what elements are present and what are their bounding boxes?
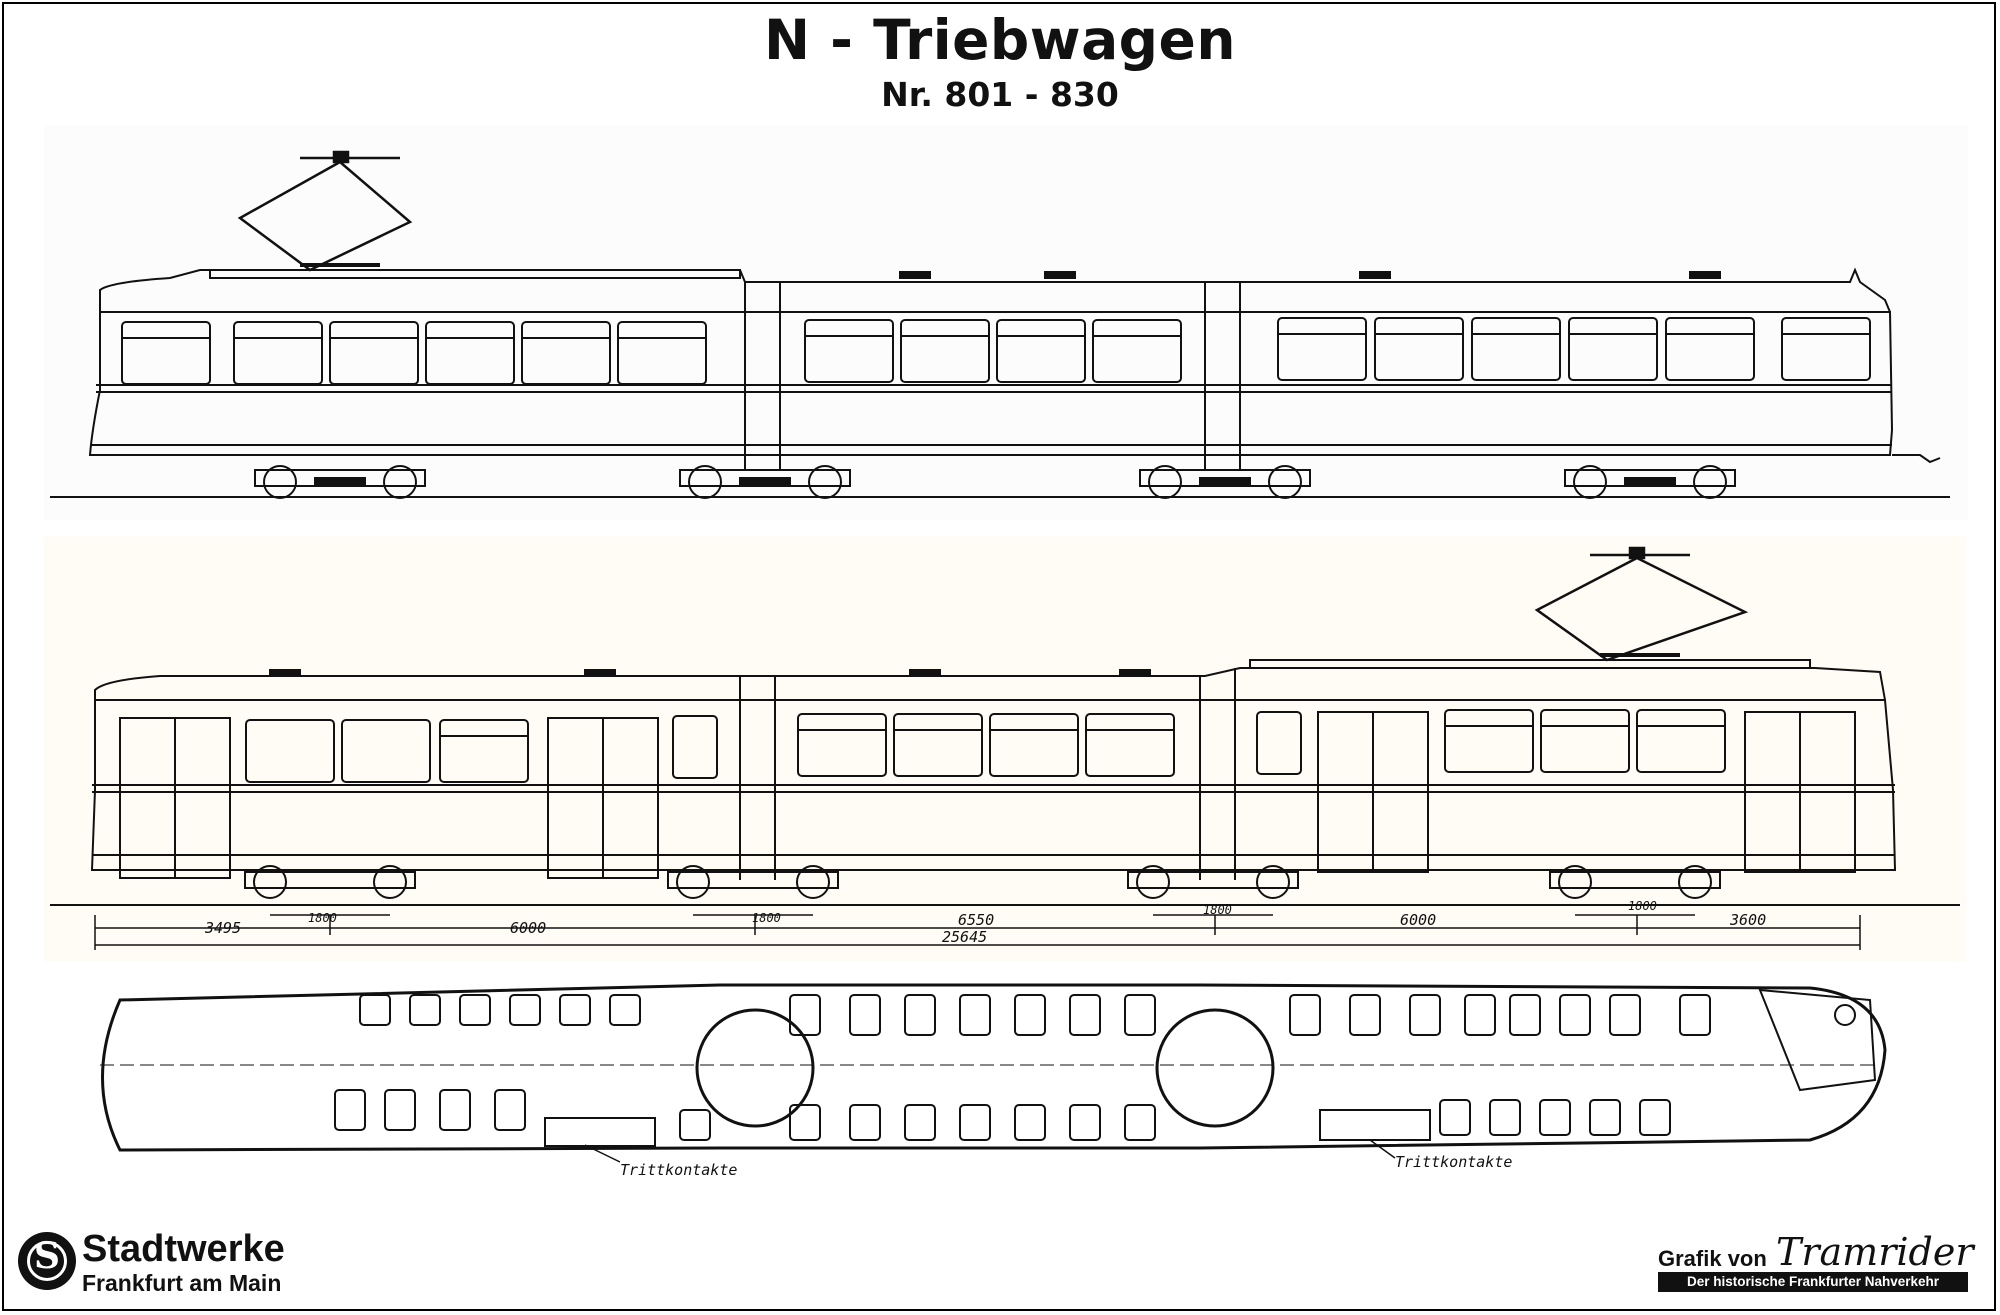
dim-end-overhang-left: 3495 [204, 919, 241, 937]
bogies-middle [244, 865, 1721, 899]
dim-wheelbase-2: 1800 [752, 911, 781, 925]
stadtwerke-s-logo-icon: S [18, 1232, 76, 1290]
dim-overall-length: 25645 [942, 928, 987, 946]
stadtwerke-logo-block: S Stadtwerke Frankfurt am Main [18, 1228, 378, 1308]
label-trittkontakte-left: Trittkontakte [620, 1161, 737, 1179]
seats-bottom-row [334, 1089, 1671, 1141]
dim-bogie-spacing-1: 6000 [510, 919, 546, 937]
floor-plan [100, 983, 1887, 1163]
dim-bogie-spacing-2: 6000 [1400, 911, 1436, 929]
credit-prefix: Grafik von [1658, 1246, 1767, 1271]
bogies-top [254, 465, 1736, 499]
windows-middle [245, 709, 1726, 783]
doors-middle [119, 711, 1856, 879]
brand-city: Frankfurt am Main [82, 1270, 282, 1296]
page-title: N - Triebwagen [763, 8, 1237, 72]
coupler-top [1892, 454, 1941, 464]
dim-wheelbase-4: 1800 [1628, 899, 1657, 913]
seats-top-row [359, 994, 1711, 1036]
dim-end-overhang-right: 3600 [1729, 911, 1766, 929]
side-elevation-middle [44, 536, 1966, 961]
page-subtitle: Nr. 801 - 830 [881, 75, 1119, 114]
windows-top-section-3 [1277, 317, 1871, 381]
label-trittkontakte-right: Trittkontakte [1395, 1153, 1512, 1171]
credit-name: Tramrider [1776, 1230, 1974, 1274]
side-elevation-top [44, 126, 1968, 520]
brand-name: Stadtwerke [82, 1228, 285, 1270]
dim-wheelbase-3: 1800 [1203, 903, 1232, 917]
dim-wheelbase-1: 1800 [308, 911, 337, 925]
windows-top-section-1 [121, 321, 707, 385]
dimension-lines [94, 914, 1861, 950]
credit-tagline: Der historische Frankfurter Nahverkehr [1658, 1272, 1968, 1292]
credit-block: Grafik von Tramrider Der historische Fra… [1658, 1230, 1974, 1292]
dim-middle-spacing: 6550 [958, 911, 994, 929]
windows-top-section-2 [804, 319, 1182, 383]
